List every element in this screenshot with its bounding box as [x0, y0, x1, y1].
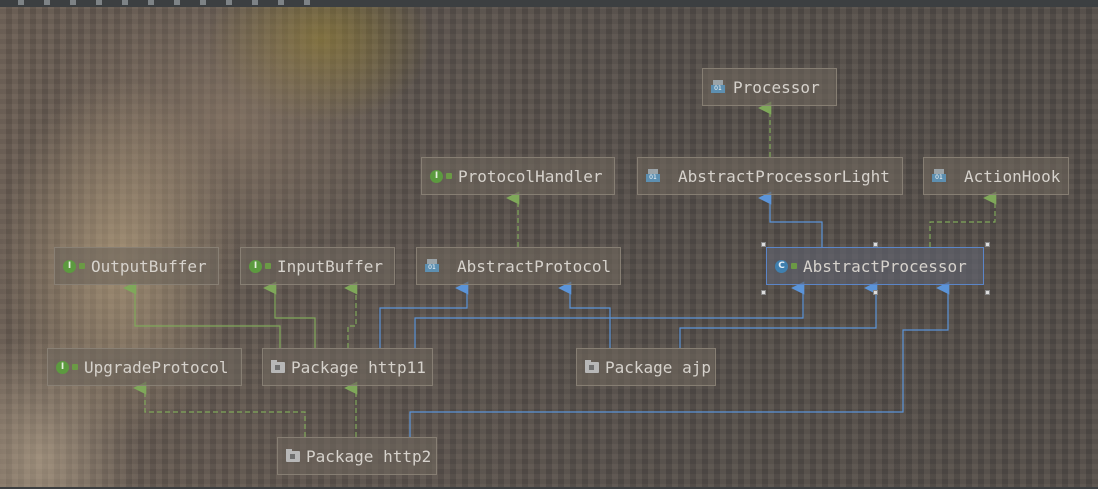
- edge-http11-to-outputbuffer: [123, 281, 281, 348]
- class-icon: [646, 169, 662, 183]
- node-label: ActionHook: [964, 166, 1061, 186]
- node-action-hook[interactable]: ActionHook: [923, 157, 1069, 195]
- resize-handle[interactable]: [761, 290, 766, 295]
- node-package-http11[interactable]: Package http11: [262, 348, 433, 386]
- resize-handle[interactable]: [873, 242, 878, 247]
- resize-handle[interactable]: [985, 290, 990, 295]
- class-icon: [425, 259, 441, 273]
- node-upgrade-protocol[interactable]: I UpgradeProtocol: [47, 348, 242, 386]
- edge-ajp-to-abstractprotocol: [558, 281, 611, 348]
- class-icon: [711, 80, 727, 94]
- resize-handle[interactable]: [873, 290, 878, 295]
- node-label: AbstractProcessor: [803, 256, 967, 276]
- node-abstract-processor[interactable]: C AbstractProcessor: [766, 247, 984, 285]
- node-protocol-handler[interactable]: I ProtocolHandler: [421, 157, 615, 195]
- node-label: Processor: [733, 77, 820, 97]
- edge-http11-to-inputbuffer: [344, 281, 358, 348]
- edge-ajp-to-abstractprocessor: [679, 281, 878, 348]
- edge-http11-to-abstractprotocol: [379, 281, 469, 348]
- interface-icon: I: [56, 360, 78, 374]
- node-label: Package http11: [291, 357, 426, 377]
- node-output-buffer[interactable]: I OutputBuffer: [54, 247, 219, 285]
- node-label: AbstractProtocol: [457, 256, 612, 276]
- node-package-http2[interactable]: Package http2: [277, 437, 437, 475]
- node-input-buffer[interactable]: I InputBuffer: [240, 247, 395, 285]
- node-label: Package http2: [306, 446, 432, 466]
- interface-icon: I: [63, 259, 85, 273]
- edge-http2-to-upgradeprotocol: [133, 381, 306, 437]
- node-label: OutputBuffer: [91, 256, 207, 276]
- node-label: InputBuffer: [277, 256, 383, 276]
- node-label: Package ajp: [605, 357, 711, 377]
- toolbar-strip: [0, 0, 1098, 7]
- package-icon: [286, 448, 300, 462]
- node-label: UpgradeProtocol: [84, 357, 229, 377]
- edge-http2-to-abstractprocessor: [409, 281, 950, 437]
- resize-handle[interactable]: [761, 242, 766, 247]
- node-processor[interactable]: Processor: [702, 68, 837, 106]
- package-icon: [271, 359, 285, 373]
- edge-http11-to-abstractprocessor: [414, 281, 805, 348]
- node-abstract-processor-light[interactable]: AbstractProcessorLight: [637, 157, 903, 195]
- node-abstract-protocol[interactable]: AbstractProtocol: [416, 247, 621, 285]
- interface-icon: I: [430, 169, 452, 183]
- resize-handle[interactable]: [985, 242, 990, 247]
- abstract-class-icon: C: [775, 259, 797, 273]
- bottom-border: [0, 487, 1098, 489]
- edge-abstractprocessor-to-processorlight: [758, 191, 823, 247]
- edge-abstractprocessor-to-actionhook: [929, 191, 997, 247]
- node-label: ProtocolHandler: [458, 166, 603, 186]
- class-icon: [932, 169, 948, 183]
- node-label: AbstractProcessorLight: [678, 166, 890, 186]
- interface-icon: I: [249, 259, 271, 273]
- node-package-ajp[interactable]: Package ajp: [576, 348, 716, 386]
- toolbar-icons: [18, 0, 318, 5]
- edge-http11-to-inputbuffer-solid: [263, 281, 316, 348]
- package-icon: [585, 359, 599, 373]
